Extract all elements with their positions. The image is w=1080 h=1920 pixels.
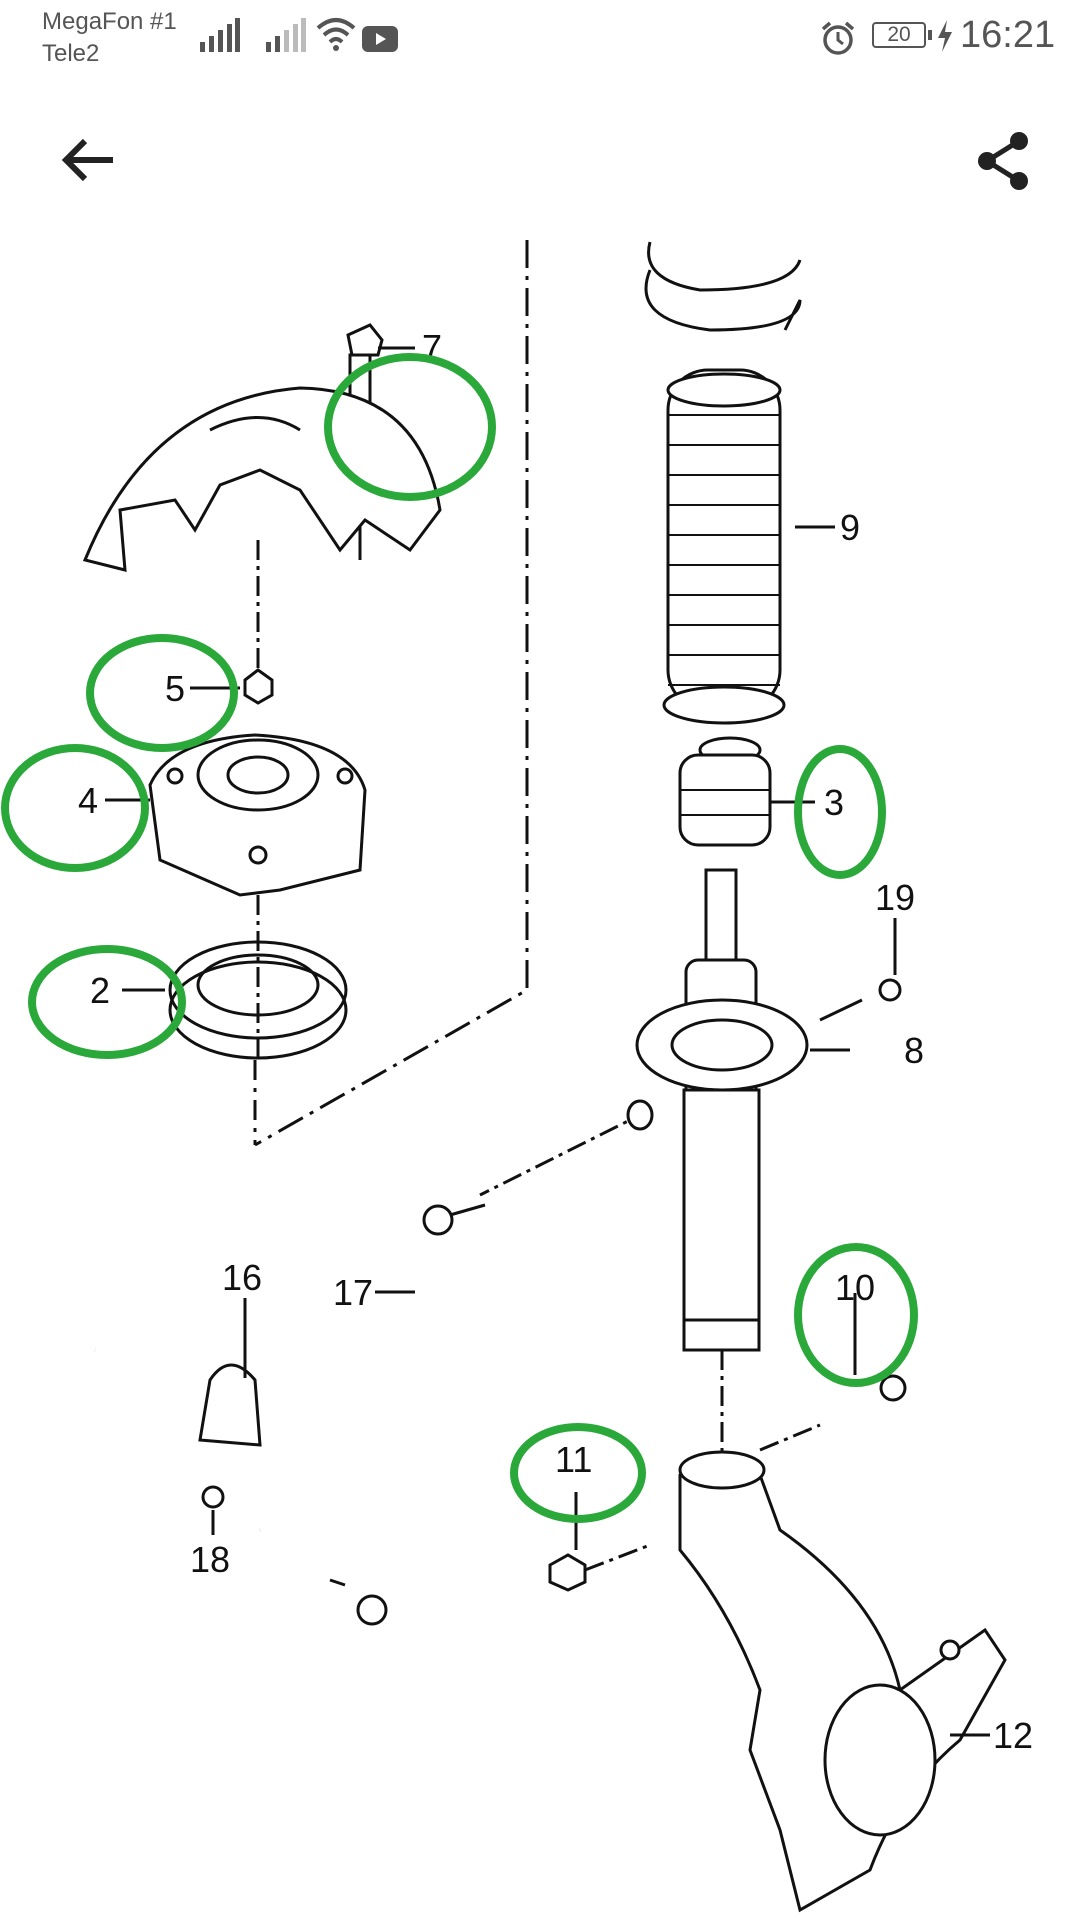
back-button[interactable] (48, 130, 128, 190)
signal-icon (266, 18, 306, 52)
callout-18: 18 (190, 1539, 230, 1580)
clock: 16:21 (960, 14, 1056, 56)
highlight-circle-2 (28, 945, 186, 1059)
highlight-circle-4 (1, 744, 149, 872)
link-rod (329, 1203, 486, 1626)
highlight-circle-11 (510, 1423, 646, 1523)
assembly-frame-line (254, 240, 529, 1147)
share-icon (978, 132, 1028, 190)
app-bar (0, 100, 1080, 220)
steering-knuckle (678, 1350, 1007, 1913)
suspension-diagram: 7 9 5 4 3 19 2 8 16 17 10 11 18 12 (1, 240, 1033, 1913)
youtube-icon (362, 26, 398, 52)
carrier-name-2: Tele2 (42, 40, 100, 67)
arrow-left-icon (61, 138, 113, 182)
protective-boot (662, 368, 786, 725)
carrier-name-1: MegaFon #1 (42, 8, 177, 35)
callout-19: 19 (875, 877, 915, 918)
bolt-10 (759, 1374, 907, 1452)
strut-mount (148, 733, 367, 897)
washer-19 (878, 978, 902, 1002)
coil-spring (644, 241, 802, 332)
highlight-circle-10 (794, 1243, 918, 1387)
shock-absorber (635, 868, 809, 1352)
bump-stop (678, 736, 772, 847)
highlight-circle-7 (324, 353, 496, 501)
callout-11: 11 (555, 1439, 592, 1480)
status-bar: MegaFon #1 Tele2 20 16:21 (0, 0, 1080, 80)
highlight-circle-5 (86, 634, 238, 752)
stabilizer-bar (93, 1342, 354, 1538)
callout-12: 12 (993, 1715, 1033, 1756)
nut-18 (201, 1485, 225, 1509)
strut-cover (82, 386, 442, 572)
nut-5 (243, 540, 274, 705)
callout-5: 5 (165, 668, 185, 709)
highlight-circle-3 (794, 745, 886, 879)
nut-11 (548, 1553, 587, 1592)
callout-2: 2 (90, 970, 110, 1011)
callout-10: 10 (835, 1267, 875, 1308)
bearing (168, 895, 348, 1060)
callout-17: 17 (333, 1272, 373, 1313)
battery-level: 20 (872, 22, 926, 48)
callout-16: 16 (222, 1257, 262, 1298)
wifi-icon (316, 18, 356, 51)
share-button[interactable] (968, 128, 1038, 194)
callout-4: 4 (78, 780, 98, 821)
callout-8: 8 (904, 1030, 924, 1071)
signal-icon (200, 18, 240, 52)
callout-9: 9 (840, 507, 860, 548)
callout-3: 3 (824, 782, 844, 823)
charging-icon (938, 20, 952, 52)
alarm-icon (821, 21, 855, 55)
